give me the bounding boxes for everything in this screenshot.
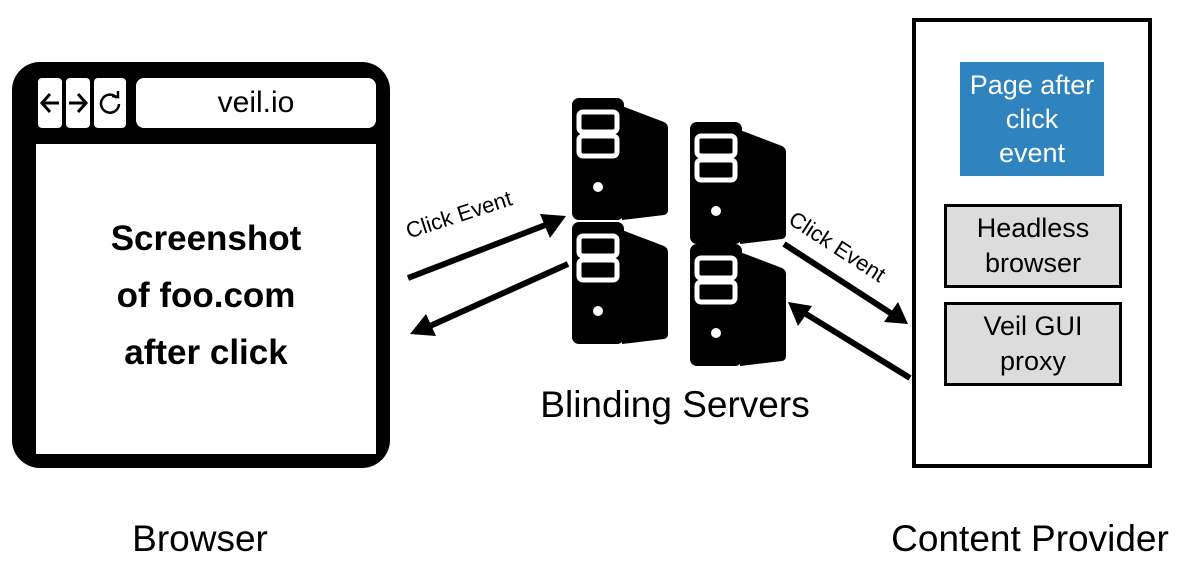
response-arrow-left: [410, 261, 570, 336]
server-icon: [572, 98, 668, 220]
headless-browser-box: Headless browser: [944, 204, 1122, 288]
click-event-arrow-right: [782, 241, 908, 324]
response-arrow-right: [788, 302, 912, 381]
servers-caption: Blinding Servers: [540, 384, 810, 425]
browser-viewport: Screenshot of foo.com after click: [36, 144, 376, 454]
content-provider-caption: Content Provider: [891, 518, 1169, 559]
browser-caption: Browser: [132, 518, 268, 559]
server-icon: [572, 222, 668, 344]
server-icon: [690, 244, 786, 366]
page-after-click-box: Page after click event: [960, 62, 1104, 176]
screenshot-text: Screenshot of foo.com after click: [110, 218, 302, 372]
veil-gui-proxy-box: Veil GUI proxy: [944, 302, 1122, 386]
back-arrow-icon: [38, 78, 62, 128]
click-event-arrow-left: [406, 214, 566, 281]
url-bar: veil.io: [136, 78, 376, 128]
reload-icon: [94, 78, 126, 128]
forward-arrow-icon: [66, 78, 90, 128]
server-icon: [690, 122, 786, 244]
